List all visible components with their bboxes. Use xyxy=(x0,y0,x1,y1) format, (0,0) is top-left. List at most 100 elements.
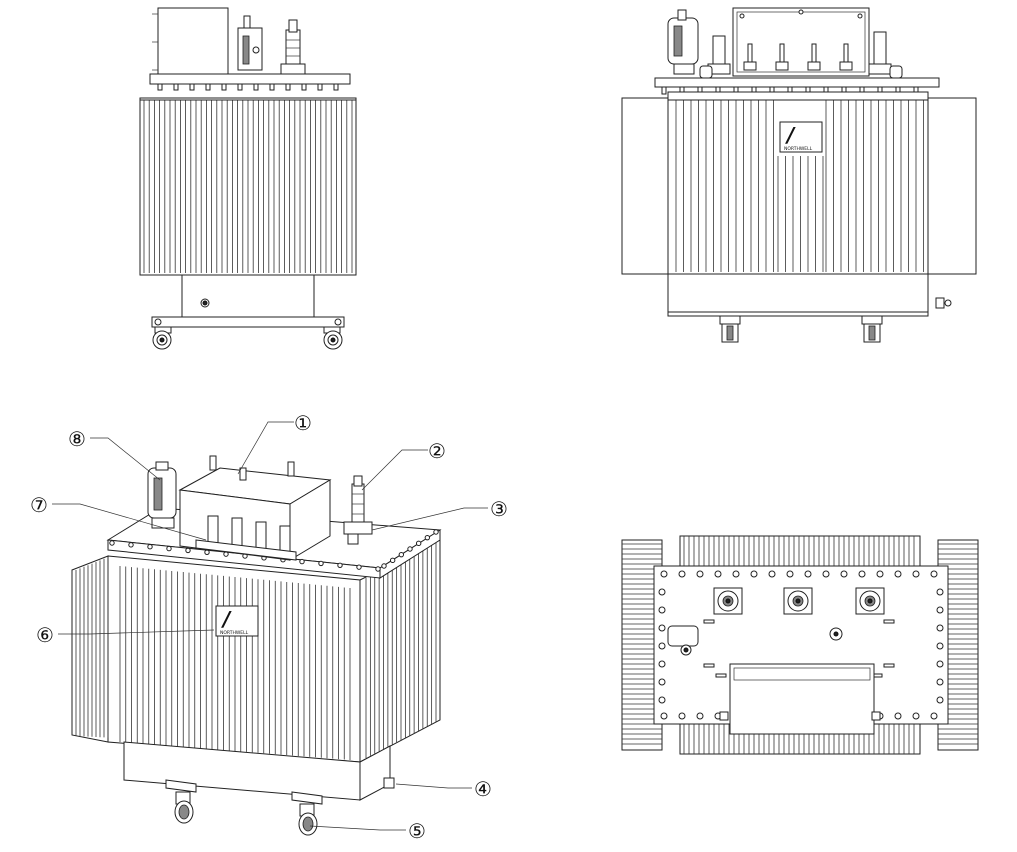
front-radiator-right xyxy=(927,97,977,275)
cover-bolt xyxy=(166,545,172,552)
top-view xyxy=(621,535,979,755)
callout-7: ⑦ xyxy=(30,493,48,517)
cover-bolt xyxy=(714,570,722,578)
cover-bolt xyxy=(317,83,323,91)
front-logo-plate: / NORTHWELL xyxy=(779,121,823,153)
cover-bolt xyxy=(936,588,944,596)
cover-bolt xyxy=(128,542,134,548)
iso-breather xyxy=(147,461,177,529)
cover-bolt xyxy=(696,712,704,720)
cover-bolt xyxy=(356,564,362,570)
front-cover xyxy=(654,77,940,88)
cover-bolt xyxy=(299,558,305,565)
front-logo-text: NORTHWELL xyxy=(784,146,813,152)
cover-bolt xyxy=(157,83,163,91)
cover-bolt xyxy=(253,83,259,91)
side-view xyxy=(139,7,357,350)
cover-bolt xyxy=(936,696,944,704)
cover-bolt xyxy=(678,712,686,720)
cover-bolt xyxy=(822,570,830,578)
cover-bolt xyxy=(337,562,343,568)
callout-leaders xyxy=(52,421,488,831)
side-skid xyxy=(151,316,345,328)
cover-bolt xyxy=(221,83,227,91)
cover-bolt xyxy=(658,678,666,686)
isometric-view: / NORTHWELL ① ② xyxy=(30,411,508,843)
cover-bolt xyxy=(285,83,291,91)
cover-bolt xyxy=(894,570,902,578)
cover-bolt xyxy=(658,624,666,632)
side-cover xyxy=(149,73,351,85)
iso-logo-mark: / xyxy=(221,607,232,631)
cover-bolt xyxy=(930,712,938,720)
front-radiator-left xyxy=(621,97,671,275)
iso-tank-front xyxy=(107,555,361,763)
side-terminal-box xyxy=(157,7,229,75)
cover-bolt xyxy=(204,549,210,555)
top-breather xyxy=(667,625,699,656)
callout-3: ③ xyxy=(490,497,508,521)
side-wheel-right xyxy=(323,326,343,350)
cover-bolt xyxy=(660,570,668,578)
cover-bolt xyxy=(768,570,776,578)
cover-bolt xyxy=(912,570,920,578)
cover-bolt xyxy=(318,560,324,567)
cover-bolt xyxy=(660,712,668,720)
cover-bolt xyxy=(424,534,431,541)
cover-bolt xyxy=(658,660,666,668)
top-hv-bushings xyxy=(713,587,885,615)
iso-drain-valve xyxy=(383,777,395,789)
cover-bolt xyxy=(661,86,667,95)
front-logo-mark: / xyxy=(785,123,796,147)
cover-bolt xyxy=(381,563,387,569)
iso-logo-text: NORTHWELL xyxy=(220,630,249,636)
cover-bolt xyxy=(237,83,243,91)
cover-bolt xyxy=(109,540,115,546)
callout-8: ⑧ xyxy=(68,427,86,451)
cover-bolt xyxy=(658,588,666,596)
cover-bolt xyxy=(185,547,191,554)
side-base xyxy=(181,274,315,318)
front-drain-valve xyxy=(935,297,945,309)
cover-bolt xyxy=(147,544,153,550)
cover-bolt xyxy=(936,606,944,614)
cover-bolt xyxy=(398,551,405,558)
cover-bolt xyxy=(840,570,848,578)
cover-bolt xyxy=(415,540,422,547)
cover-bolt xyxy=(876,570,884,578)
iso-lv-terminals xyxy=(195,515,297,561)
front-base xyxy=(667,273,929,317)
cover-bolt xyxy=(658,642,666,650)
cover-bolt xyxy=(936,660,944,668)
front-wheel-left xyxy=(719,315,741,343)
cover-bolt xyxy=(936,642,944,650)
cover-bolt xyxy=(786,570,794,578)
cover-bolt xyxy=(269,83,275,91)
cover-bolt xyxy=(936,678,944,686)
cover-bolt xyxy=(750,570,758,578)
cover-bolt xyxy=(301,83,307,91)
front-tank xyxy=(667,91,929,275)
cover-bolt xyxy=(658,696,666,704)
cover-bolt xyxy=(912,712,920,720)
cover-bolt xyxy=(858,570,866,578)
cover-bolt xyxy=(173,83,179,91)
front-breather xyxy=(667,9,699,75)
cover-bolt xyxy=(223,551,229,557)
side-breather xyxy=(237,15,263,71)
cover-bolt xyxy=(433,529,439,535)
callout-1: ① xyxy=(294,411,312,435)
cover-bolt xyxy=(658,606,666,614)
cover-bolt xyxy=(732,570,740,578)
front-view: / NORTHWELL xyxy=(621,7,977,343)
cover-bolt xyxy=(936,624,944,632)
cover-bolt xyxy=(375,566,381,572)
top-lv-box xyxy=(729,663,875,735)
cover-bolt xyxy=(407,546,413,552)
iso-wheel-left xyxy=(165,779,197,824)
side-wheel-left xyxy=(152,326,172,350)
side-bushing xyxy=(280,19,306,75)
callout-2: ② xyxy=(428,439,446,463)
iso-logo-plate: / NORTHWELL xyxy=(215,605,259,637)
